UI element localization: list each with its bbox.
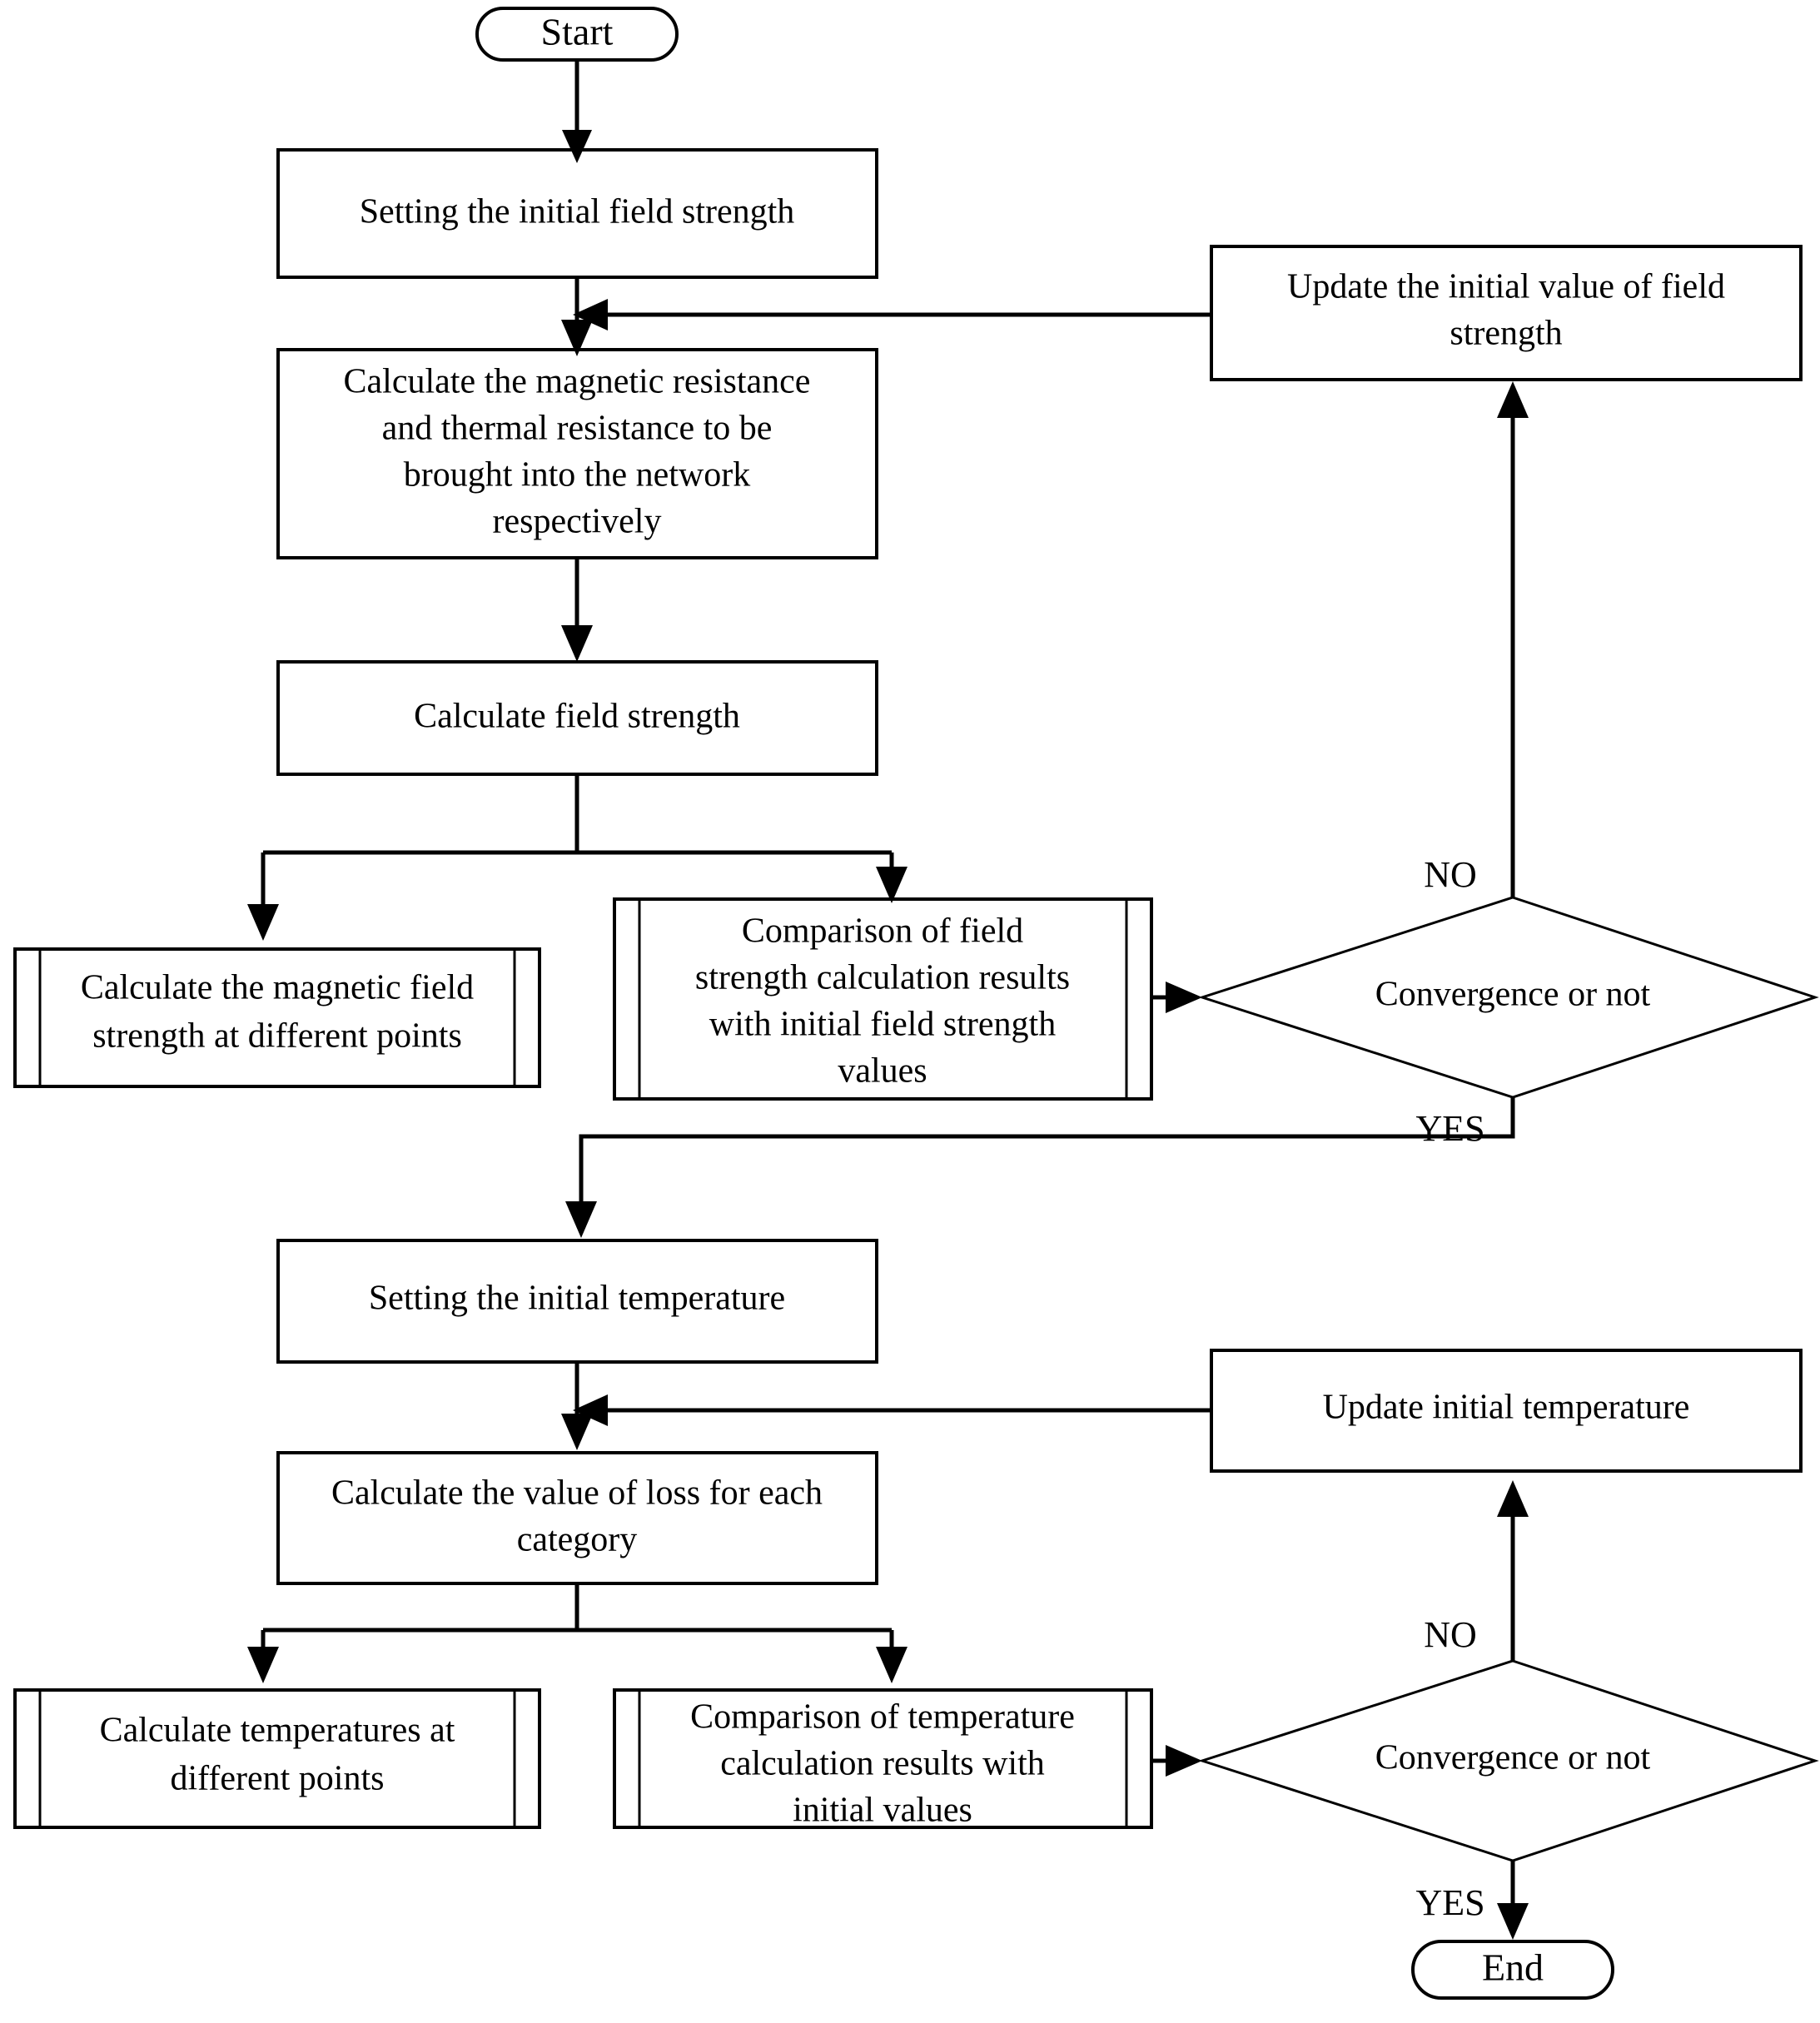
node-comparetemp-line2: calculation results with: [720, 1745, 1045, 1783]
edge-updatetemp-to-merge: [573, 1394, 1211, 1426]
node-set-field-label: Setting the initial field strength: [360, 193, 795, 231]
edge-settemp-to-calcloss: [561, 1362, 593, 1450]
node-compare-field-strength[interactable]: Comparison of field strength calculation…: [613, 897, 1153, 1101]
node-decision-temp-label: Convergence or not: [1375, 1739, 1651, 1777]
edge-decision-yes-to-settemp: [565, 1097, 1515, 1238]
node-set-initial-temperature[interactable]: Setting the initial temperature: [276, 1239, 878, 1364]
node-end[interactable]: End: [1411, 1940, 1614, 2000]
node-settemp-label: Setting the initial temperature: [369, 1280, 785, 1318]
edge-label-field-no: NO: [1424, 854, 1477, 895]
node-decision-field-convergence[interactable]: Convergence or not: [1198, 896, 1819, 1099]
node-magpoints-line1: Calculate the magnetic field: [81, 969, 474, 1007]
node-comparefield-line3: with initial field strength: [709, 1006, 1056, 1044]
node-comparetemp-line3: initial values: [793, 1792, 972, 1830]
edge-calcres-to-calcfield: [561, 558, 593, 662]
node-comparefield-line1: Comparison of field: [742, 912, 1023, 951]
edge-start-to-set-field: [562, 60, 592, 163]
node-set-initial-field-strength[interactable]: Setting the initial field strength: [276, 148, 878, 279]
node-calculate-field-strength[interactable]: Calculate field strength: [276, 660, 878, 776]
node-calculate-magnetic-field-points[interactable]: Calculate the magnetic field strength at…: [13, 947, 541, 1088]
edge-setfield-to-calcres: [561, 277, 593, 356]
node-update-initial-temperature[interactable]: Update initial temperature: [1210, 1349, 1803, 1473]
node-comparetemp-line1: Comparison of temperature: [690, 1698, 1075, 1737]
node-calcres-line2: and thermal resistance to be: [382, 410, 773, 448]
node-update-field-strength[interactable]: Update the initial value of field streng…: [1210, 245, 1803, 381]
edge-comparefield-to-decision: [1151, 982, 1202, 1013]
node-calcloss-line1: Calculate the value of loss for each: [331, 1474, 823, 1513]
node-calculate-loss[interactable]: Calculate the value of loss for each cat…: [276, 1451, 878, 1585]
edge-calcloss-fork: [247, 1583, 908, 1683]
edge-calcfield-fork: [247, 774, 908, 941]
node-decision-field-label: Convergence or not: [1375, 976, 1651, 1014]
node-updatefield-line2: strength: [1450, 315, 1562, 353]
node-start[interactable]: Start: [475, 7, 679, 62]
node-temppoints-line2: different points: [170, 1760, 384, 1798]
edge-comparetemp-to-decision: [1151, 1745, 1202, 1777]
edge-label-temp-no: NO: [1424, 1614, 1477, 1655]
node-calcfield-label: Calculate field strength: [414, 698, 740, 736]
node-temppoints-line1: Calculate temperatures at: [100, 1712, 455, 1750]
node-calcres-line3: brought into the network: [404, 456, 750, 495]
node-calculate-temperature-points[interactable]: Calculate temperatures at different poin…: [13, 1688, 541, 1829]
node-start-label: Start: [541, 11, 614, 53]
node-magpoints-line2: strength at different points: [92, 1017, 462, 1056]
node-decision-temperature-convergence[interactable]: Convergence or not: [1198, 1659, 1819, 1862]
connector-layer: [247, 60, 1529, 1940]
node-comparefield-line2: strength calculation results: [695, 959, 1070, 997]
node-updatefield-line1: Update the initial value of field: [1287, 268, 1725, 306]
node-calcres-line4: respectively: [493, 503, 662, 541]
edge-decisiontemp-no-to-updatetemp: [1497, 1480, 1529, 1661]
node-end-label: End: [1482, 1946, 1544, 1989]
node-calcres-line1: Calculate the magnetic resistance: [344, 363, 811, 401]
edge-label-temp-yes: YES: [1415, 1882, 1484, 1923]
edge-updatefield-to-merge: [573, 299, 1211, 331]
edge-label-field-yes: YES: [1415, 1108, 1484, 1149]
node-calcloss-line2: category: [517, 1521, 638, 1559]
node-calculate-resistances[interactable]: Calculate the magnetic resistance and th…: [276, 348, 878, 559]
edge-decision-no-to-updatefield: [1497, 381, 1529, 897]
node-comparefield-line4: values: [838, 1052, 927, 1091]
edge-decisiontemp-yes-to-end: [1497, 1861, 1529, 1940]
node-compare-temperature[interactable]: Comparison of temperature calculation re…: [613, 1688, 1153, 1830]
node-updatetemp-label: Update initial temperature: [1323, 1389, 1690, 1427]
